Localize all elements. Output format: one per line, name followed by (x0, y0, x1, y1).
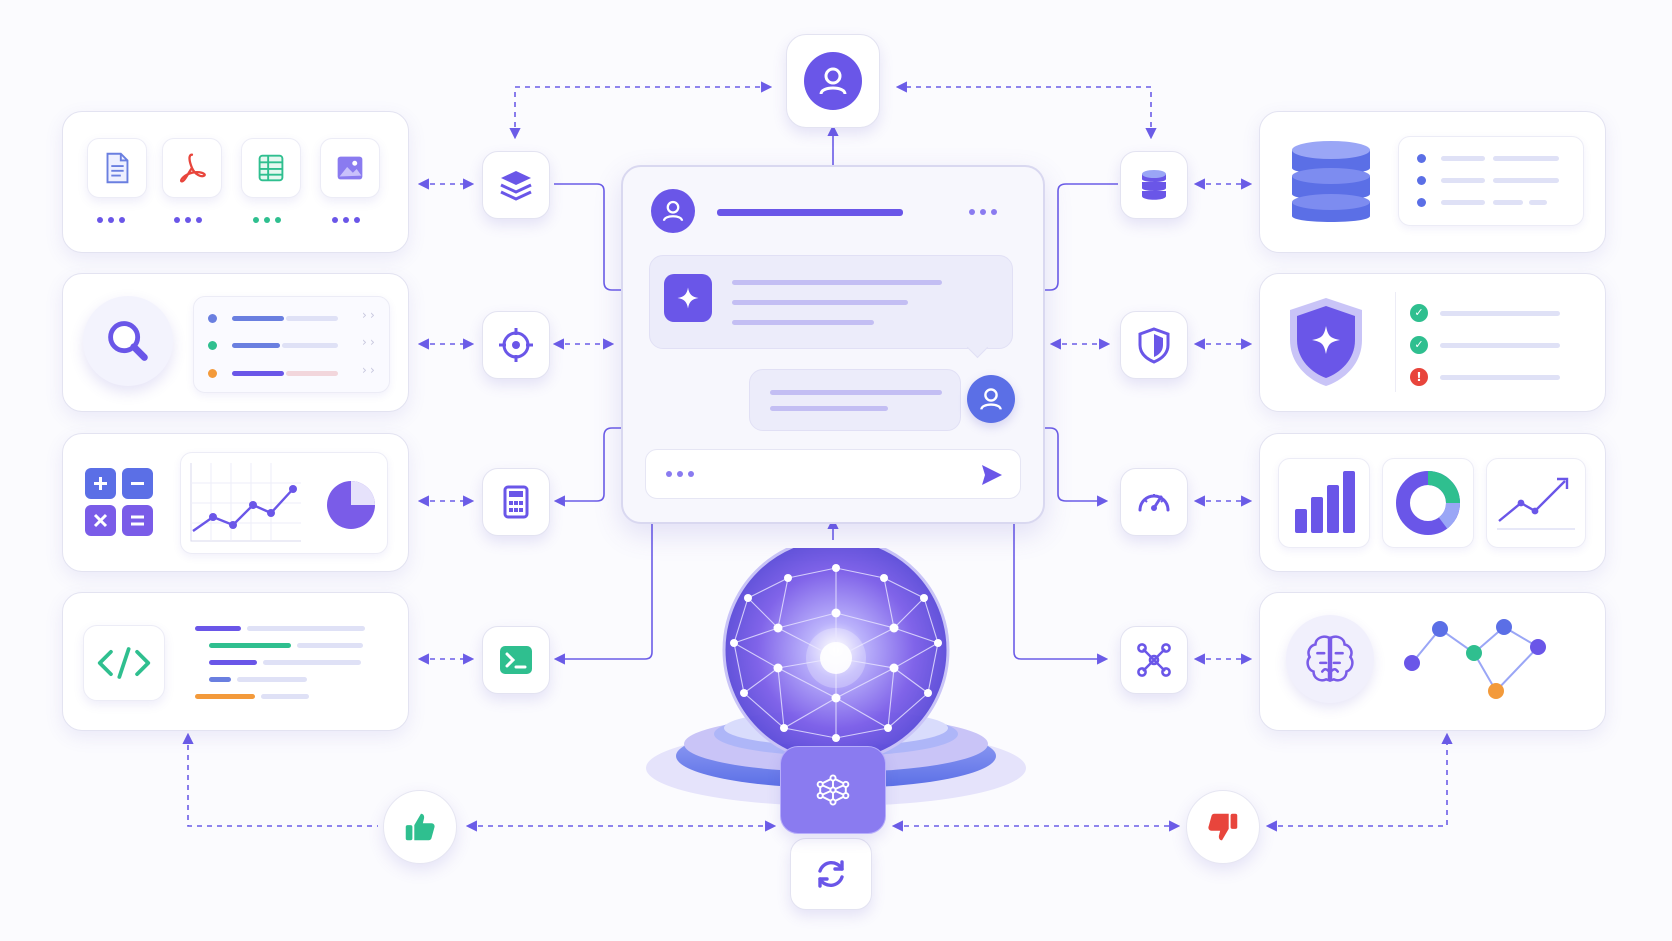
shield-sparkle-icon[interactable] (1282, 294, 1370, 390)
check-icon: ✓ (1410, 336, 1428, 354)
bar-chart-icon[interactable] (1278, 458, 1370, 548)
refresh-icon[interactable] (790, 838, 872, 910)
magnifier-icon[interactable] (83, 296, 173, 386)
user-avatar-icon (967, 375, 1015, 423)
sparkle-icon (664, 274, 712, 322)
brain-icon[interactable] (1286, 615, 1374, 703)
chevron-icon: › (362, 308, 367, 322)
more-dots (174, 217, 202, 223)
chat-window (621, 165, 1045, 524)
user-avatar-icon (651, 189, 695, 233)
terminal-icon[interactable] (482, 626, 550, 694)
search-panel: › › › › › › (62, 273, 409, 412)
chevron-icon: › (370, 335, 375, 349)
top-user-node[interactable] (786, 34, 880, 128)
chat-title-bar (717, 209, 903, 216)
thumbs-up-icon[interactable] (383, 790, 457, 864)
line-chart-icon[interactable] (180, 452, 388, 554)
assistant-message (649, 255, 1013, 359)
database-panel (1259, 111, 1606, 253)
database-icon[interactable] (1120, 151, 1188, 219)
more-dots (332, 217, 360, 223)
thumbs-down-icon[interactable] (1186, 790, 1260, 864)
knowledge-panel (1259, 592, 1606, 731)
knowledge-graph-icon[interactable] (1400, 607, 1580, 717)
layers-icon[interactable] (482, 151, 550, 219)
target-icon[interactable] (482, 311, 550, 379)
network-hub-icon[interactable] (780, 746, 886, 834)
graph-nodes-icon[interactable] (1120, 626, 1188, 694)
record-list (1398, 136, 1584, 226)
chevron-icon: › (370, 363, 375, 377)
donut-chart-icon[interactable] (1382, 458, 1474, 548)
alert-icon: ! (1410, 368, 1428, 386)
message-input[interactable] (645, 449, 1021, 499)
user-message (749, 369, 961, 431)
analytics-panel (1259, 433, 1606, 572)
chevron-icon: › (362, 335, 367, 349)
chat-menu-dots[interactable] (969, 209, 997, 215)
math-panel (62, 433, 409, 572)
math-operators-icon[interactable] (85, 468, 153, 536)
send-icon[interactable] (978, 462, 1004, 488)
trend-chart-icon[interactable] (1486, 458, 1586, 548)
shield-icon[interactable] (1120, 311, 1188, 379)
spreadsheet-icon[interactable] (241, 138, 301, 198)
security-panel: ✓ ✓ ! (1259, 273, 1606, 412)
calculator-icon[interactable] (482, 468, 550, 536)
gauge-icon[interactable] (1120, 468, 1188, 536)
more-dots (253, 217, 281, 223)
documents-panel (62, 111, 409, 253)
chevron-icon: › (370, 308, 375, 322)
pdf-icon[interactable] (162, 138, 222, 198)
more-dots (97, 217, 125, 223)
search-results-list: › › › › › › (193, 296, 390, 393)
check-icon: ✓ (1410, 304, 1428, 322)
user-icon (804, 52, 862, 110)
image-icon[interactable] (320, 138, 380, 198)
chevron-icon: › (362, 363, 367, 377)
database-stack-icon[interactable] (1288, 132, 1374, 232)
code-panel (62, 592, 409, 731)
code-icon[interactable] (83, 625, 165, 701)
document-icon[interactable] (87, 138, 147, 198)
